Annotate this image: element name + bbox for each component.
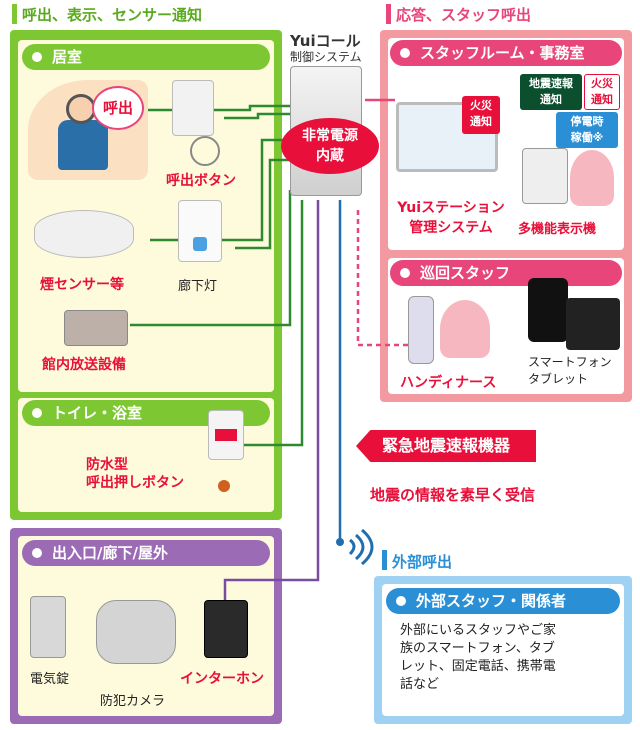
staffroom-pill: スタッフルーム・事務室 — [390, 40, 622, 66]
electric-lock-label: 電気錠 — [30, 672, 70, 687]
fire-phone-1: 火災 — [591, 77, 613, 90]
control-badge-line2: 内蔵 — [316, 148, 344, 164]
smartphone-device — [528, 278, 568, 342]
waterproof-button-pull — [218, 480, 230, 492]
handy-nurse-device — [408, 296, 434, 364]
station-label: Yuiステーション 管理システム — [396, 198, 506, 238]
fire-badge-monitor: 火災 通知 — [462, 96, 500, 134]
multi-display-label: 多機能表示機 — [518, 222, 597, 237]
waterproof-button-label: 防水型 呼出押しボタン — [86, 456, 184, 492]
hall-light-label: 廊下灯 — [178, 279, 218, 294]
smart-label: スマートフォン タブレット — [528, 354, 612, 388]
security-camera-label: 防犯カメラ — [100, 694, 166, 709]
patrol-pill: 巡回スタッフ — [390, 260, 622, 286]
room-pill-dot — [32, 52, 42, 62]
left-section-title: 呼出、表示、センサー通知 — [22, 6, 203, 24]
pa-speaker-device — [64, 310, 128, 346]
phone-device — [522, 148, 568, 204]
entrance-pill: 出入口/廊下/屋外 — [22, 540, 270, 566]
smart-label-2: タブレット — [528, 372, 589, 386]
fire-badge-phone: 火災 通知 — [584, 74, 620, 110]
entrance-pill-dot — [32, 548, 42, 558]
resident-body — [58, 120, 108, 170]
external-section-bar — [382, 550, 387, 570]
quake-badge: 地震速報 通知 — [520, 74, 582, 110]
intercom-device — [204, 600, 248, 658]
station-label-2: 管理システム — [409, 220, 493, 236]
hall-light-lamp — [193, 237, 207, 251]
toilet-pill-dot — [32, 408, 42, 418]
outage-badge-2: 稼働※ — [570, 131, 604, 144]
external-node — [336, 538, 344, 546]
waterproof-label-2: 呼出押しボタン — [86, 475, 184, 491]
waterproof-button-device — [208, 410, 244, 460]
external-desc-2: 族のスマートフォン、タブ — [400, 641, 555, 656]
external-desc-4: 話など — [400, 677, 440, 692]
waterproof-label-1: 防水型 — [86, 457, 128, 473]
line-patrol — [356, 210, 420, 347]
outage-badge-1: 停電時 — [570, 115, 604, 128]
patrol-pill-dot — [400, 268, 410, 278]
line-entrance — [223, 200, 320, 600]
tablet-device — [566, 298, 620, 350]
control-badge: 非常電源 内蔵 — [281, 118, 379, 174]
external-pill: 外部スタッフ・関係者 — [386, 588, 620, 614]
control-brand: Yuiコール — [290, 32, 361, 50]
line-toilet — [240, 200, 304, 447]
quake-badge-2: 通知 — [540, 93, 562, 106]
electric-lock-device — [30, 596, 66, 658]
station-label-1: Yuiステーション — [397, 200, 505, 216]
call-button-device — [172, 80, 214, 136]
fire-phone-2: 通知 — [591, 93, 613, 106]
external-section-title: 外部呼出 — [392, 553, 453, 571]
staff-woman-icon — [570, 150, 614, 206]
patrol-staff-icon — [440, 300, 490, 358]
line-hall — [235, 158, 290, 250]
right-section-title: 応答、スタッフ呼出 — [396, 6, 532, 24]
earthquake-banner: 緊急地震速報機器 — [356, 430, 536, 462]
external-pill-dot — [396, 596, 406, 606]
security-camera-device — [96, 600, 176, 664]
control-subtitle: 制御システム — [290, 50, 362, 64]
smoke-sensor-label: 煙センサー等 — [40, 277, 124, 293]
smoke-sensor-device — [34, 210, 134, 258]
line-pa — [130, 190, 292, 327]
line-call-button — [224, 112, 290, 120]
left-section-bar — [12, 4, 17, 24]
smart-label-1: スマートフォン — [528, 355, 612, 369]
control-badge-line1: 非常電源 — [302, 128, 358, 144]
external-description: 外部にいるスタッフやご家 族のスマートフォン、タブ レット、固定電話、携帯電 話… — [400, 622, 556, 694]
waterproof-button-red — [215, 429, 237, 441]
hall-light-device — [178, 200, 222, 262]
outage-badge: 停電時 稼働※ — [556, 112, 618, 148]
call-button-cord — [190, 136, 220, 166]
right-section-bar — [386, 4, 391, 24]
staffroom-pill-dot — [400, 48, 410, 58]
station-monitor — [396, 102, 498, 172]
call-bubble: 呼出 — [92, 86, 144, 130]
fire-badge-2: 通知 — [470, 115, 492, 128]
call-button-label: 呼出ボタン — [166, 173, 236, 189]
external-desc-3: レット、固定電話、携帯電 — [400, 659, 556, 674]
external-desc-1: 外部にいるスタッフやご家 — [400, 623, 557, 638]
handy-nurse-label: ハンディナース — [400, 375, 497, 391]
quake-badge-1: 地震速報 — [529, 77, 573, 90]
fire-badge-1: 火災 — [470, 99, 492, 112]
earthquake-caption: 地震の情報を素早く受信 — [370, 486, 536, 504]
intercom-label: インターホン — [180, 671, 264, 687]
pa-system-label: 館内放送設備 — [42, 357, 126, 373]
room-pill: 居室 — [22, 44, 270, 70]
